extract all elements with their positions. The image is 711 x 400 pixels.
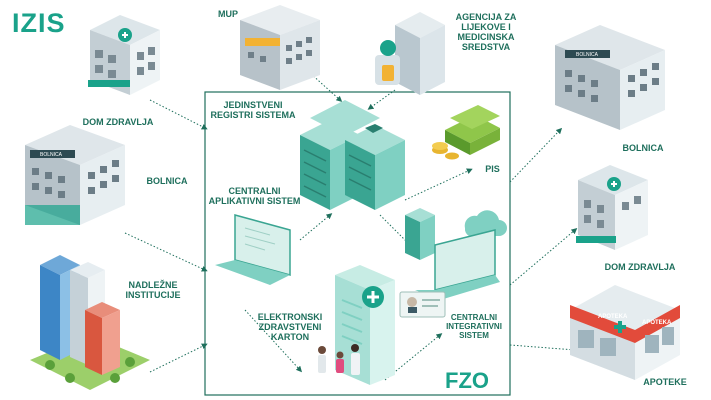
label-mup: MUP	[218, 9, 238, 19]
laptop-left-icon	[215, 214, 291, 285]
apoteka-sign-2: APOTEKA	[642, 320, 672, 326]
label-dom-zdravlja-right: DOM ZDRAVLJA	[604, 262, 676, 272]
label-bolnica-right: BOLNICA	[622, 143, 664, 153]
bolnica-sign-right: BOLNICA	[576, 52, 599, 58]
id-card-icon	[399, 291, 446, 318]
bolnica-left-building	[25, 125, 125, 225]
link-dom-left	[149, 99, 208, 130]
bolnica-sign-left: BOLNICA	[40, 152, 63, 158]
link-bolnica-left	[124, 232, 208, 272]
label-nadlezne: NADLEŽNE INSTITUCIJE	[125, 280, 181, 300]
label-bolnica-left: BOLNICA	[146, 176, 188, 186]
central-frame	[204, 91, 511, 396]
link-ezk	[244, 309, 303, 373]
money-stack-icon	[432, 105, 500, 160]
apoteka-building	[570, 285, 680, 380]
brand-title: IZIS	[12, 8, 66, 38]
system-name: FZO	[445, 368, 489, 393]
label-apoteke: APOTEKE	[643, 377, 687, 387]
label-registri: JEDINSTVENI REGISTRI SISTEMA	[210, 100, 296, 120]
phone-ezk-icon	[335, 265, 395, 385]
link-bolnica-right	[509, 127, 563, 183]
link-agencija	[367, 89, 396, 110]
label-ezk: ELEKTRONSKI ZDRAVSTVENI KARTON	[257, 312, 323, 342]
apoteka-sign-1: APOTEKA	[598, 314, 628, 320]
people-icon	[318, 344, 360, 375]
label-integrativni: CENTRALNI INTEGRATIVNI SISTEM	[446, 313, 502, 340]
server-cluster	[300, 100, 405, 210]
link-apl	[299, 213, 333, 241]
server-small-icon	[405, 208, 435, 260]
label-dom-zdravlja-left: DOM ZDRAVLJA	[82, 117, 154, 127]
agencija-building	[375, 12, 445, 95]
nadlezne-institucije-buildings	[30, 255, 150, 390]
link-pis	[404, 168, 473, 201]
link-server-laptop	[379, 214, 423, 258]
mup-building	[240, 5, 320, 90]
link-nadlezne	[149, 343, 208, 373]
dom-zdravlja-left-building	[88, 15, 160, 95]
dom-zdravlja-right-building	[576, 165, 648, 250]
bolnica-right-building	[555, 25, 665, 130]
label-pis: PIS	[485, 164, 500, 174]
label-centralni-aplikativni: CENTRALNI APLIKATIVNI SISTEM	[208, 186, 301, 206]
label-agencija: AGENCIJA ZA LIJEKOVE I MEDICINSKA SREDST…	[455, 12, 517, 52]
link-dom-right	[509, 228, 578, 286]
link-apoteke	[509, 344, 578, 353]
